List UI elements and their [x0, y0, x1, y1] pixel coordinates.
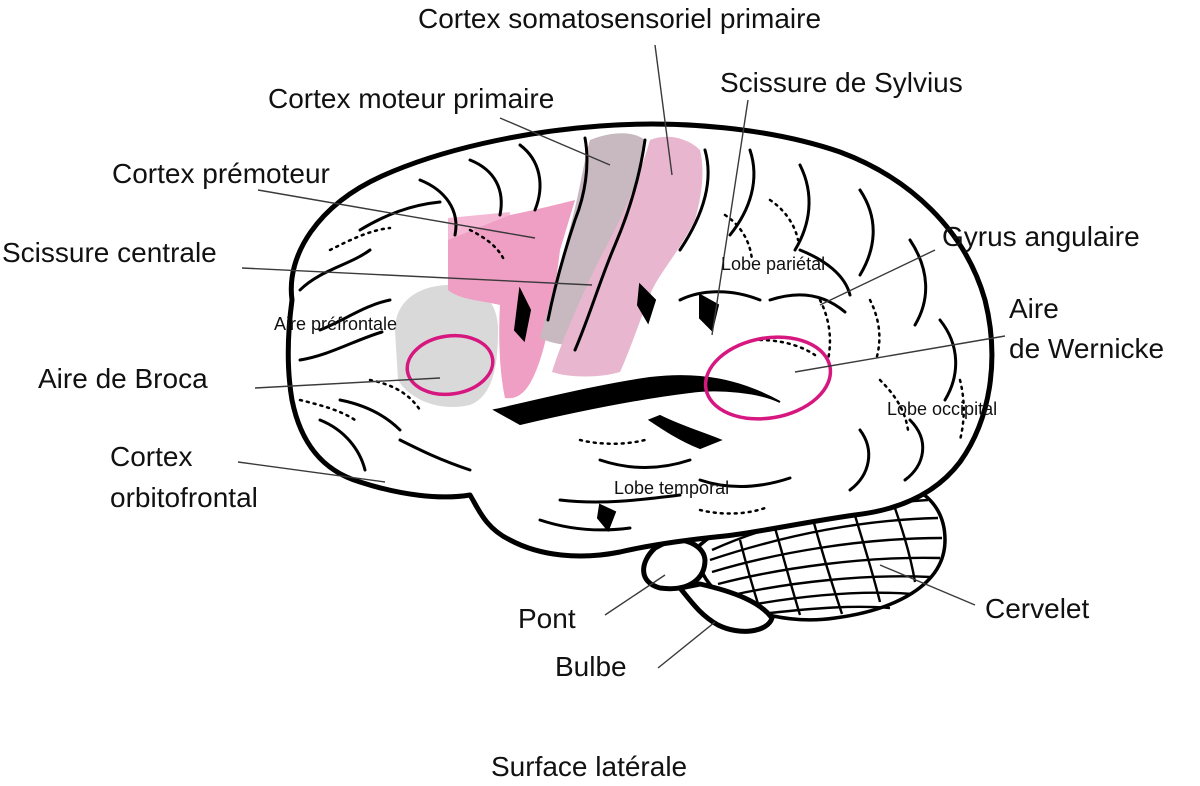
fissures: [492, 282, 781, 532]
label-parietal: Lobe pariétal: [721, 254, 825, 274]
figure-caption: Surface latérale: [491, 751, 687, 782]
wernicke-ring: [703, 335, 833, 421]
leader-lines: [237, 44, 1006, 669]
broca-ring: [405, 333, 495, 397]
label-somatosensory: Cortex somatosensoriel primaire: [418, 3, 821, 34]
label-sylvius: Scissure de Sylvius: [720, 67, 963, 98]
label-central: Scissure centrale: [2, 237, 217, 268]
label-occipital: Lobe occipital: [887, 399, 997, 419]
brainstem: [641, 537, 775, 634]
label-pont: Pont: [518, 603, 576, 634]
label-motor: Cortex moteur primaire: [268, 83, 554, 114]
labels: Cortex somatosensoriel primaire Scissure…: [2, 3, 1164, 782]
label-broca: Aire de Broca: [38, 363, 208, 394]
label-bulbe: Bulbe: [555, 651, 627, 682]
label-orbito-1: Cortex: [110, 441, 192, 472]
label-premotor: Cortex prémoteur: [112, 158, 330, 189]
sulci: [298, 136, 958, 532]
label-wernicke-1: Aire: [1009, 293, 1059, 324]
label-cervelet: Cervelet: [985, 593, 1089, 624]
label-orbito-2: orbitofrontal: [110, 482, 258, 513]
label-prefrontal: Aire préfrontale: [274, 314, 397, 334]
label-temporal: Lobe temporal: [614, 478, 729, 498]
label-angular: Gyrus angulaire: [942, 221, 1140, 252]
label-wernicke-2: de Wernicke: [1009, 333, 1164, 364]
